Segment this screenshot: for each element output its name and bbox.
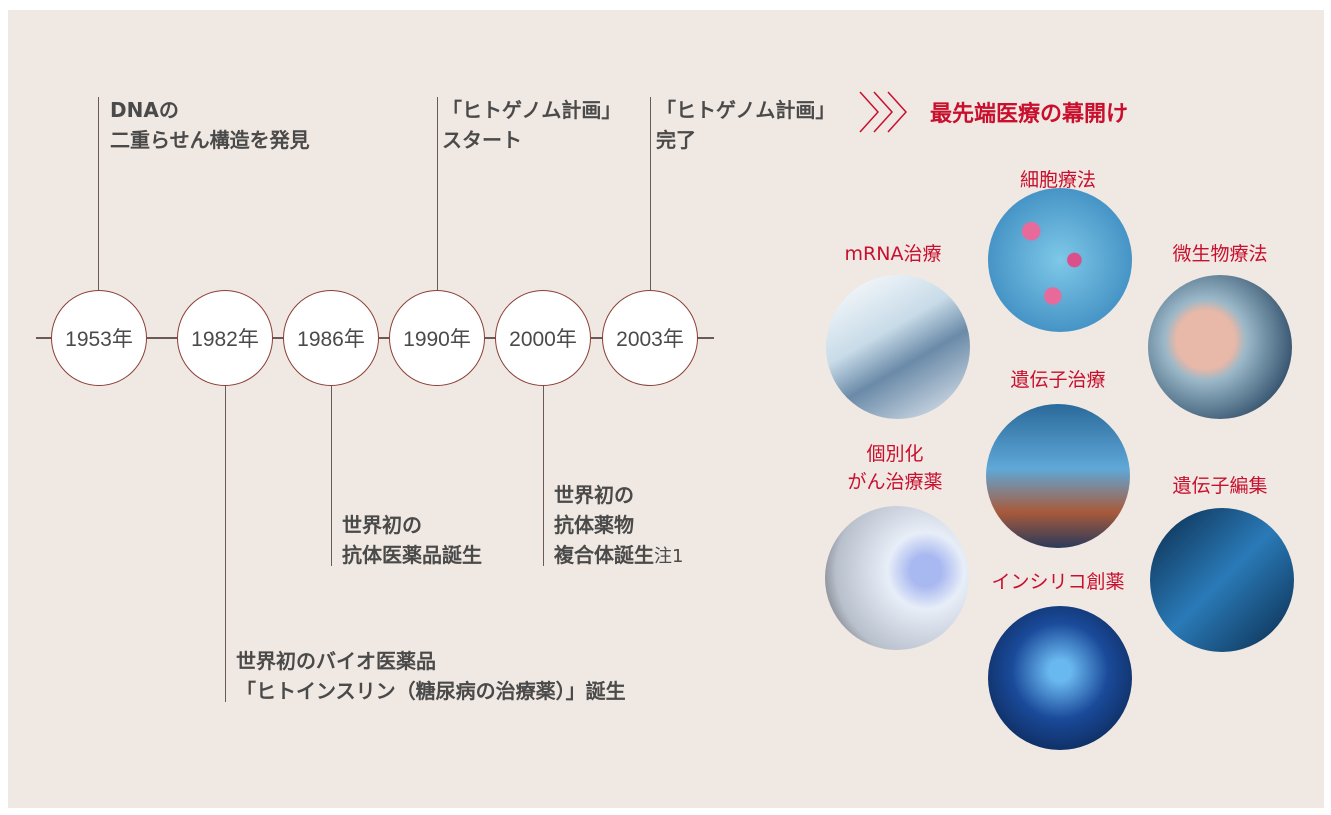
event-1953: DNAの二重らせん構造を発見 bbox=[110, 98, 310, 152]
label-gene-editing: 遺伝子編集 bbox=[1172, 475, 1268, 497]
label-insilico: インシリコ創薬 bbox=[991, 571, 1125, 593]
photo-mrna bbox=[826, 275, 970, 419]
photo-gene-therapy bbox=[986, 404, 1130, 548]
event-2000: 世界初の抗体薬物複合体誕生注1 bbox=[554, 483, 684, 567]
connector-2000 bbox=[543, 386, 544, 566]
photo-insilico bbox=[988, 606, 1132, 750]
photo-cell-therapy bbox=[988, 188, 1132, 332]
label-gene-therapy: 遺伝子治療 bbox=[1010, 369, 1106, 391]
label-microbe: 微生物療法 bbox=[1172, 243, 1268, 265]
year-1982: 1982年 bbox=[177, 290, 273, 386]
connector-1953 bbox=[98, 97, 99, 290]
year-2003: 2003年 bbox=[602, 290, 698, 386]
year-1990: 1990年 bbox=[389, 290, 485, 386]
label-cell-therapy: 細胞療法 bbox=[1019, 169, 1097, 191]
label-personalized: 個別化がん治療薬 bbox=[847, 443, 943, 493]
heading: 最先端医療の幕開け bbox=[930, 102, 1129, 127]
connector-1986 bbox=[331, 386, 332, 566]
photo-microbe bbox=[1148, 275, 1292, 419]
event-1986: 世界初の抗体医薬品誕生 bbox=[342, 513, 482, 567]
photo-personalized-medicine bbox=[825, 506, 969, 650]
year-2000: 2000年 bbox=[495, 290, 591, 386]
event-1990: 「ヒトゲノム計画」スタート bbox=[442, 98, 622, 152]
connector-1990 bbox=[437, 97, 438, 290]
event-2003: 「ヒトゲノム計画」完了 bbox=[656, 98, 836, 152]
year-1986: 1986年 bbox=[283, 290, 379, 386]
connector-1982 bbox=[225, 386, 226, 702]
photo-gene-editing bbox=[1150, 508, 1294, 652]
year-1953: 1953年 bbox=[51, 290, 147, 386]
connector-2003 bbox=[650, 97, 651, 290]
label-mrna: mRNA治療 bbox=[844, 243, 942, 265]
footnote-marker: 注1 bbox=[654, 546, 684, 567]
chevrons-icon bbox=[859, 91, 908, 133]
event-1982: 世界初のバイオ医薬品「ヒトインスリン（糖尿病の治療薬）」誕生 bbox=[236, 649, 626, 703]
